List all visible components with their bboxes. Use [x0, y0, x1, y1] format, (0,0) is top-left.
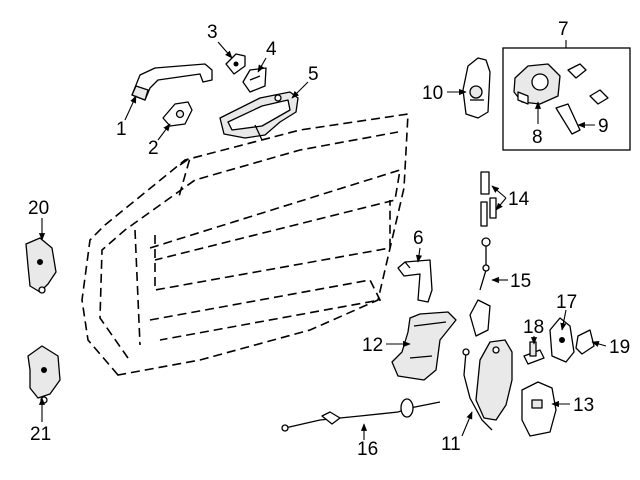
striker-bracket — [549, 317, 575, 363]
lock-pins — [480, 171, 497, 227]
callout-21: 21 — [30, 424, 51, 445]
callout-4: 4 — [266, 39, 277, 60]
callout-7: 7 — [558, 19, 569, 40]
remote-control-rod — [281, 398, 441, 432]
callout-5: 5 — [308, 64, 319, 85]
callout-6: 6 — [413, 228, 424, 249]
lock-cable — [469, 237, 491, 337]
callout-17: 17 — [556, 292, 577, 313]
callout-3: 3 — [207, 22, 218, 43]
lock-housing — [391, 311, 457, 381]
striker-shim — [575, 329, 595, 355]
callout-16: 16 — [357, 439, 378, 460]
callout-labels: 1 2 3 4 5 6 7 8 9 10 11 12 13 14 15 16 1… — [28, 19, 630, 460]
callout-10: 10 — [422, 83, 443, 104]
handle-gasket — [225, 53, 246, 75]
handle-carrier — [219, 91, 299, 141]
callout-11: 11 — [441, 434, 461, 455]
lock-cylinder-kit-box — [502, 40, 631, 151]
latch-plate — [521, 381, 557, 437]
callout-14: 14 — [508, 189, 530, 210]
callout-19: 19 — [609, 337, 630, 358]
callout-20: 20 — [28, 198, 49, 219]
key-fob — [462, 57, 491, 119]
door-panel-outline — [81, 113, 409, 376]
callout-18: 18 — [523, 317, 544, 338]
callout-15: 15 — [510, 271, 531, 292]
callout-12: 12 — [362, 335, 383, 356]
callout-1: 1 — [116, 119, 127, 140]
upper-door-hinge — [25, 237, 57, 294]
striker-bolt — [523, 341, 545, 365]
door-latch — [462, 339, 513, 431]
callout-2: 2 — [148, 138, 159, 159]
lock-bracket — [397, 259, 433, 303]
handle-cover — [162, 101, 193, 127]
leader-lines — [38, 41, 607, 440]
callout-9: 9 — [598, 116, 609, 137]
outside-door-handle — [131, 63, 213, 101]
callout-13: 13 — [573, 395, 594, 416]
lower-door-hinge — [27, 345, 61, 404]
handle-seal — [242, 67, 267, 93]
callout-8: 8 — [532, 127, 543, 148]
